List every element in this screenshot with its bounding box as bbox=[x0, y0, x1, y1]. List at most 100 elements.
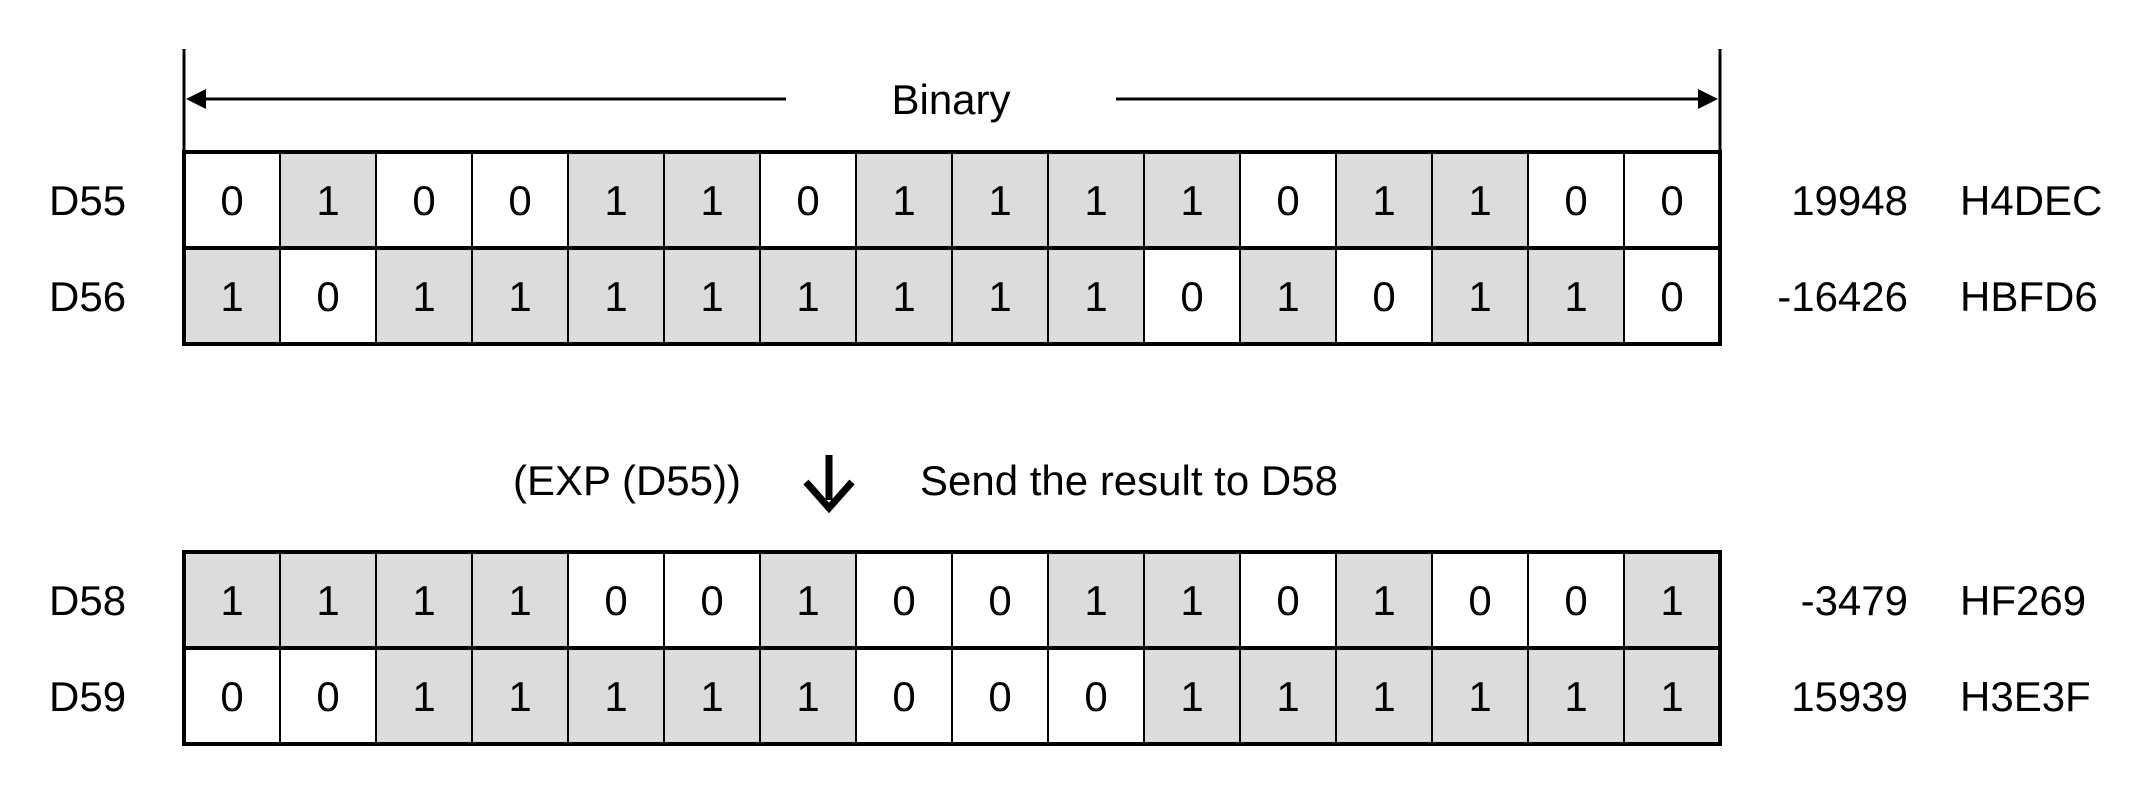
bit-cell bbox=[951, 247, 1049, 345]
bit-cell bbox=[279, 247, 377, 345]
bit-value: 0 bbox=[1564, 177, 1587, 224]
bit-value: 0 bbox=[220, 177, 243, 224]
bit-value: 1 bbox=[1084, 177, 1107, 224]
bit-value: 1 bbox=[1660, 577, 1683, 624]
bit-cell bbox=[1143, 247, 1241, 345]
bit-value: 0 bbox=[1180, 273, 1203, 320]
bit-value: 1 bbox=[604, 273, 627, 320]
bit-value: 0 bbox=[1372, 273, 1395, 320]
bit-value: 0 bbox=[796, 177, 819, 224]
bit-value: 1 bbox=[1468, 177, 1491, 224]
bit-cell bbox=[663, 551, 761, 649]
bit-value: 1 bbox=[1084, 273, 1107, 320]
bit-value: 1 bbox=[700, 273, 723, 320]
bit-value: 1 bbox=[1372, 673, 1395, 720]
instruction-text: (EXP (D55)) bbox=[513, 457, 741, 504]
bit-value: 1 bbox=[220, 577, 243, 624]
bit-value: 1 bbox=[892, 273, 915, 320]
bit-value: 1 bbox=[1564, 673, 1587, 720]
down-arrow-icon bbox=[803, 455, 855, 514]
register-label: D55 bbox=[49, 177, 126, 224]
bit-value: 1 bbox=[412, 273, 435, 320]
bit-value: 1 bbox=[1276, 273, 1299, 320]
bit-cell bbox=[1527, 551, 1625, 649]
bit-value: 1 bbox=[1084, 577, 1107, 624]
bit-cell bbox=[1335, 551, 1433, 649]
bit-value: 0 bbox=[316, 673, 339, 720]
bit-value: 1 bbox=[700, 673, 723, 720]
bit-value: 1 bbox=[1468, 673, 1491, 720]
bit-value: 1 bbox=[220, 273, 243, 320]
bit-value: 0 bbox=[892, 673, 915, 720]
bit-value: 1 bbox=[1180, 177, 1203, 224]
operation-description: Send the result to D58 bbox=[920, 457, 1338, 504]
bit-value: 0 bbox=[988, 577, 1011, 624]
bit-value: 1 bbox=[1372, 577, 1395, 624]
bit-value: 0 bbox=[1660, 273, 1683, 320]
bit-value: 1 bbox=[412, 673, 435, 720]
hex-value: H3E3F bbox=[1960, 673, 2091, 720]
bit-cell bbox=[183, 647, 281, 745]
bit-value: 0 bbox=[988, 673, 1011, 720]
bit-cell bbox=[1143, 647, 1241, 745]
bit-value: 1 bbox=[508, 273, 531, 320]
bit-value: 0 bbox=[508, 177, 531, 224]
bit-value: 1 bbox=[796, 577, 819, 624]
decimal-value: 15939 bbox=[1791, 673, 1908, 720]
bit-value: 1 bbox=[700, 177, 723, 224]
bit-cell bbox=[855, 247, 953, 345]
bit-value: 1 bbox=[988, 273, 1011, 320]
bit-value: 1 bbox=[604, 673, 627, 720]
bit-value: 1 bbox=[508, 673, 531, 720]
bit-value: 1 bbox=[1180, 577, 1203, 624]
decimal-value: 19948 bbox=[1791, 177, 1908, 224]
hex-value: HF269 bbox=[1960, 577, 2086, 624]
bit-value: 0 bbox=[1276, 177, 1299, 224]
bit-cell bbox=[1143, 151, 1241, 249]
bit-value: 0 bbox=[1564, 577, 1587, 624]
bit-cell bbox=[759, 647, 857, 745]
bit-value: 1 bbox=[316, 577, 339, 624]
bit-value: 1 bbox=[1372, 177, 1395, 224]
bit-value: 1 bbox=[1660, 673, 1683, 720]
bit-value: 1 bbox=[1564, 273, 1587, 320]
right-arrowhead-icon bbox=[1698, 89, 1718, 109]
bit-cell bbox=[471, 151, 569, 249]
bit-cell bbox=[1239, 151, 1337, 249]
bit-value: 1 bbox=[604, 177, 627, 224]
bit-cell bbox=[567, 647, 665, 745]
bit-value: 1 bbox=[1180, 673, 1203, 720]
bit-value: 0 bbox=[1276, 577, 1299, 624]
hex-value: HBFD6 bbox=[1960, 273, 2098, 320]
hex-value: H4DEC bbox=[1960, 177, 2102, 224]
bit-value: 0 bbox=[892, 577, 915, 624]
bit-cell bbox=[375, 647, 473, 745]
bit-value: 1 bbox=[796, 273, 819, 320]
binary-label: Binary bbox=[891, 76, 1010, 123]
bit-value: 0 bbox=[412, 177, 435, 224]
bit-value: 1 bbox=[1276, 673, 1299, 720]
register-label: D58 bbox=[49, 577, 126, 624]
bit-cell bbox=[375, 247, 473, 345]
decimal-value: -16426 bbox=[1777, 273, 1908, 320]
bit-value: 1 bbox=[508, 577, 531, 624]
bit-value: 0 bbox=[1084, 673, 1107, 720]
register-label: D59 bbox=[49, 673, 126, 720]
bit-cell bbox=[1431, 551, 1529, 649]
bit-cell bbox=[1047, 647, 1145, 745]
bit-value: 0 bbox=[1468, 577, 1491, 624]
bit-value: 1 bbox=[1468, 273, 1491, 320]
bit-value: 0 bbox=[1660, 177, 1683, 224]
bit-cell bbox=[567, 551, 665, 649]
bit-value: 0 bbox=[316, 273, 339, 320]
bit-value: 1 bbox=[316, 177, 339, 224]
bit-value: 0 bbox=[604, 577, 627, 624]
bit-cell bbox=[183, 151, 281, 249]
bit-value: 1 bbox=[796, 673, 819, 720]
decimal-value: -3479 bbox=[1801, 577, 1908, 624]
